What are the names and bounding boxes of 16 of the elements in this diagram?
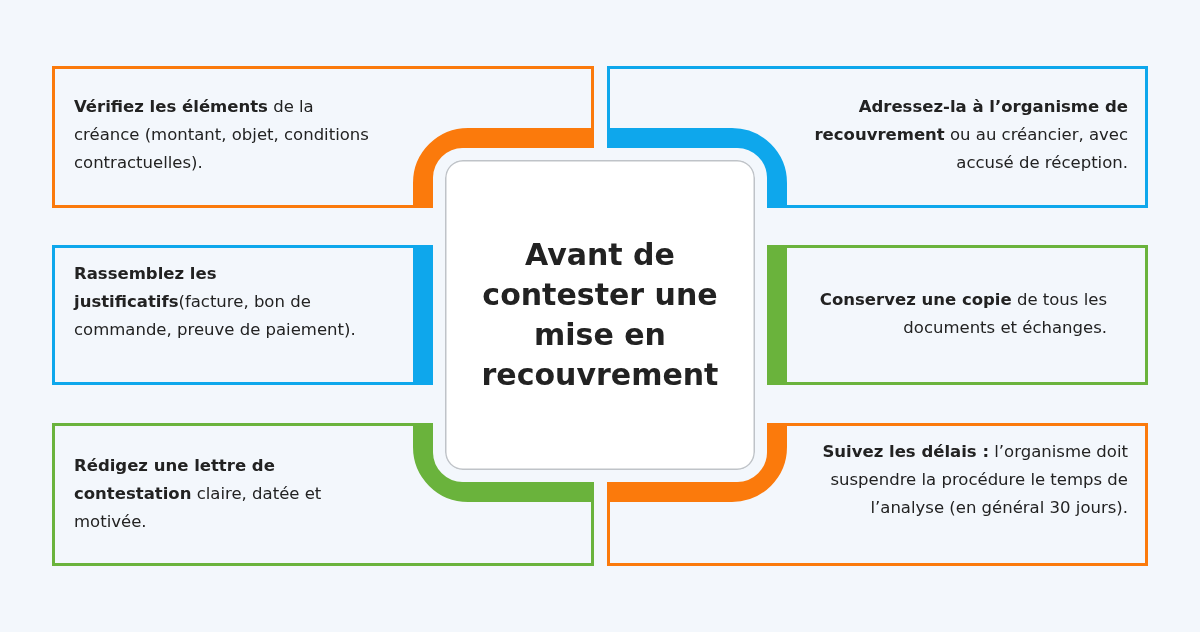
step-text: Suivez les délais : l’organisme doit suspendre la procédure le temps de l’analyse (en général 30 jours). [821,441,1128,519]
connector-band [413,245,433,385]
step-box [52,423,413,566]
step-box [787,66,1148,208]
step-text: Adressez-la à l’organisme de recouvrement ou au créancier, avec accusé de réception. [813,96,1128,174]
step-box [52,245,413,385]
step-box [52,66,413,208]
center-title: Avant de contester une mise en recouvrement [480,236,720,394]
center-card [433,148,767,482]
step-text: Vérifiez les éléments de la créance (montant, objet, conditions contractuelles). [74,96,370,174]
step-box [787,245,1148,385]
step-box [787,423,1148,566]
step-text: Rassemblez les justificatifs(facture, bon de commande, preuve de paiement). [74,263,357,341]
connector-band [767,245,787,385]
step-text: Rédigez une lettre de contestation claire, datée et motivée. [74,455,323,533]
step-text: Conservez une copie de tous les documents et échanges. [818,289,1107,339]
